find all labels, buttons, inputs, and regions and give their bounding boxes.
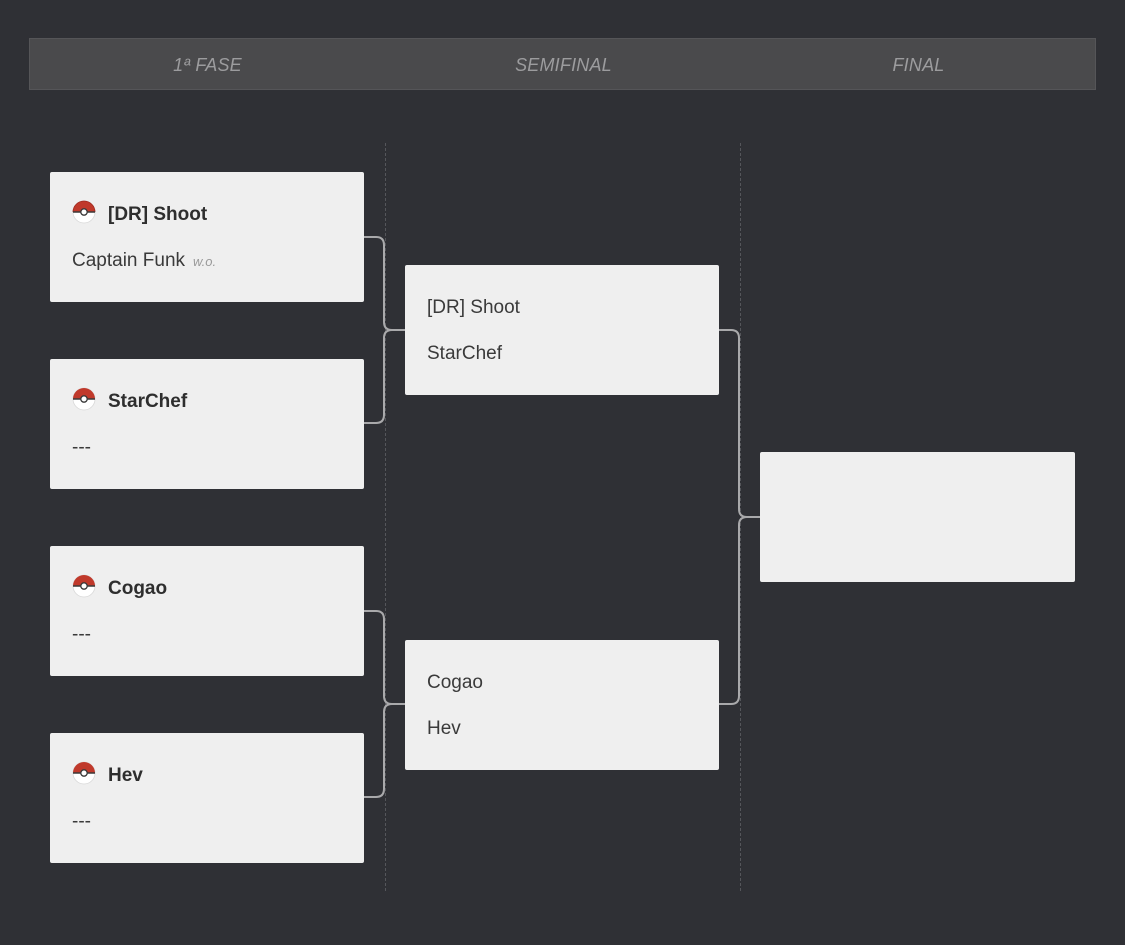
player-name-winner: Cogao bbox=[108, 578, 168, 599]
pokeball-icon bbox=[72, 387, 96, 411]
player-name: [DR] Shoot bbox=[427, 297, 520, 318]
player-name: Hev bbox=[427, 718, 461, 739]
player-name: --- bbox=[72, 811, 91, 832]
pokeball-icon bbox=[72, 200, 96, 224]
round-label-final: FINAL bbox=[892, 55, 945, 75]
connector-line bbox=[364, 703, 393, 798]
match-card-semifinal-1[interactable]: [DR] Shoot StarChef bbox=[405, 265, 719, 395]
match-card-round1-1[interactable]: [DR] Shoot Captain Funk w.o. bbox=[50, 172, 364, 302]
player-name-winner: StarChef bbox=[108, 391, 188, 412]
player-name: StarChef bbox=[427, 343, 502, 364]
match-card-round1-4[interactable]: Hev --- bbox=[50, 733, 364, 863]
player-name: Captain Funk w.o. bbox=[72, 247, 216, 275]
column-divider bbox=[740, 143, 741, 891]
player-name: --- bbox=[72, 437, 91, 458]
connector-line bbox=[719, 516, 748, 705]
round-label-semifinal: SEMIFINAL bbox=[515, 55, 612, 75]
match-card-round1-3[interactable]: Cogao --- bbox=[50, 546, 364, 676]
rounds-header: 1ª FASE SEMIFINAL FINAL bbox=[29, 38, 1096, 90]
match-card-final[interactable] bbox=[760, 452, 1075, 582]
walkover-note: w.o. bbox=[193, 254, 217, 269]
player-name-text: Captain Funk bbox=[72, 250, 186, 271]
pokeball-icon bbox=[72, 761, 96, 785]
pokeball-icon bbox=[72, 574, 96, 598]
player-name-winner: Hev bbox=[108, 765, 143, 786]
match-card-round1-2[interactable]: StarChef --- bbox=[50, 359, 364, 489]
player-name: Cogao bbox=[427, 672, 483, 693]
connector-line bbox=[364, 329, 393, 424]
match-card-semifinal-2[interactable]: Cogao Hev bbox=[405, 640, 719, 770]
round-label-first-phase: 1ª FASE bbox=[173, 55, 242, 75]
player-name-winner: [DR] Shoot bbox=[108, 204, 208, 225]
column-divider bbox=[385, 143, 386, 891]
player-name: --- bbox=[72, 624, 91, 645]
